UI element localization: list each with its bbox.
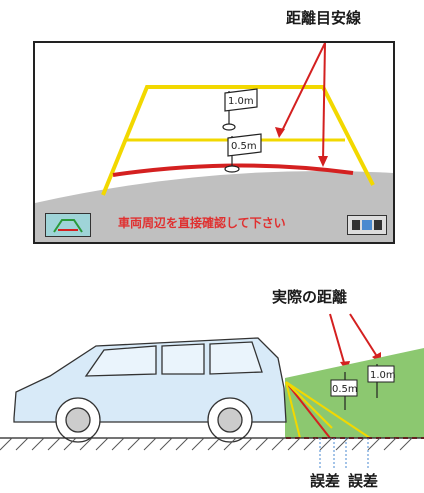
vehicle xyxy=(13,337,287,443)
error-label-2: 誤差 xyxy=(348,472,379,490)
flag-05m: 0.5m xyxy=(224,133,262,173)
camera-ground-area xyxy=(35,171,393,242)
rear-camera-screen: 1.0m 0.5m xyxy=(33,41,395,244)
svg-text:1.0m: 1.0m xyxy=(370,370,396,381)
actual-distance-label: 実際の距離 xyxy=(272,288,348,306)
error-label-1: 誤差 xyxy=(310,472,341,490)
camera-guide-icon[interactable] xyxy=(45,213,91,237)
warning-message: 車両周辺を直接確認して下さい xyxy=(118,216,286,230)
guide-line-red xyxy=(112,163,354,177)
flag-1m-actual: 1.0m xyxy=(367,364,396,398)
svg-text:0.5m: 0.5m xyxy=(332,384,358,395)
distance-guide-line-label: 距離目安線 xyxy=(286,9,362,27)
guide-lines-overlay: 1.0m 0.5m xyxy=(35,43,393,242)
flag-05m-actual: 0.5m xyxy=(330,372,358,410)
flag-1m-text: 1.0m xyxy=(228,96,254,107)
callout-arrow-1 xyxy=(280,43,326,134)
side-guide-line xyxy=(101,85,375,196)
side-view-diagram: 0.5m 1.0m xyxy=(0,313,424,468)
flag-1m: 1.0m xyxy=(222,88,258,131)
callout-arrow-2 xyxy=(322,43,326,162)
flag-05m-text: 0.5m xyxy=(231,141,257,152)
view-mode-icon[interactable] xyxy=(347,215,387,235)
